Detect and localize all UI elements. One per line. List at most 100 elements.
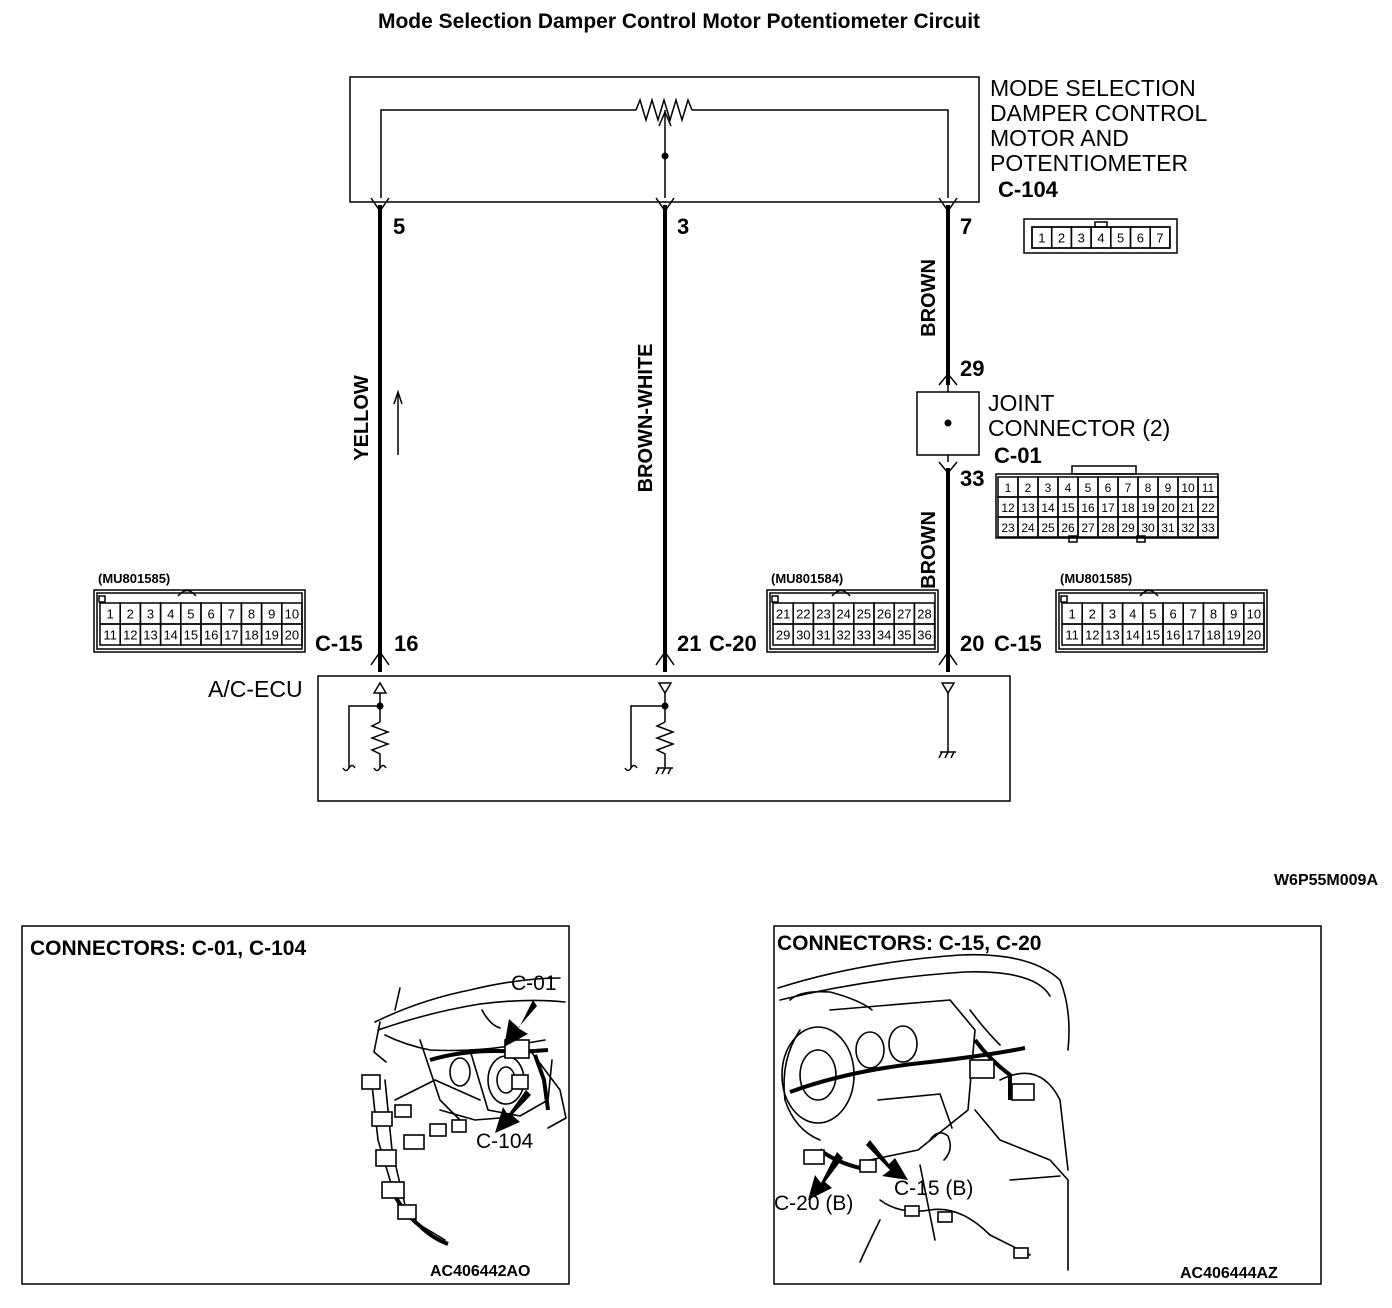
- pot-lead-right: [692, 109, 949, 198]
- pin-number: 34: [877, 628, 891, 643]
- svg-text:MODE SELECTION: MODE SELECTION: [990, 75, 1196, 101]
- panel-right-title: CONNECTORS: C-15, C-20: [777, 932, 1042, 955]
- pin-number: 14: [1041, 501, 1055, 515]
- pin-number: 19: [264, 628, 278, 643]
- pin-number: 25: [857, 607, 871, 622]
- motor-label: MODE SELECTION DAMPER CONTROL MOTOR AND …: [990, 75, 1207, 176]
- ecu-pin-labels: C-15 16 21 C-20 20 C-15: [315, 631, 1042, 656]
- ecu-left-connector: C-15: [315, 631, 363, 656]
- pin-number: 17: [1101, 501, 1115, 515]
- pin-number: 30: [1141, 521, 1155, 535]
- pin-number: 28: [1101, 521, 1115, 535]
- pin-cell: [1243, 623, 1265, 646]
- pin-number: 29: [1121, 521, 1135, 535]
- pin-number: 15: [1146, 628, 1160, 643]
- pin-number: 3: [147, 607, 154, 622]
- pin3-arrow: [655, 197, 675, 213]
- pin-number: 24: [836, 607, 850, 622]
- joint-connector: 29 33 JOINT CONNECTOR (2) C-01: [916, 356, 1170, 491]
- pot-lead-left: [380, 109, 636, 198]
- dashboard-illustration-right: [777, 953, 1070, 1271]
- panel-connectors-c15-c20: CONNECTORS: C-15, C-20: [773, 925, 1322, 1285]
- pin29-arrow: [938, 372, 958, 386]
- pin-number: 23: [816, 607, 830, 622]
- pin-number: 15: [184, 628, 198, 643]
- pin-number: 23: [1001, 521, 1015, 535]
- pin-number: 25: [1041, 521, 1055, 535]
- part-code-right: (MU801585): [1060, 571, 1132, 586]
- pin-number: 4: [1065, 481, 1072, 495]
- pin-number: 18: [1206, 628, 1220, 643]
- pin-number: 2: [1025, 481, 1032, 495]
- pin-number: 36: [917, 628, 931, 643]
- pin-3: 3: [677, 214, 689, 239]
- pin-number: 2: [127, 607, 134, 622]
- pin-number: 31: [1161, 521, 1175, 535]
- pin-number: 33: [857, 628, 871, 643]
- ecu-right-connector: C-15: [994, 631, 1042, 656]
- pin-number: 18: [1121, 501, 1135, 515]
- pin-number: 10: [1181, 481, 1195, 495]
- ac-ecu: A/C-ECU: [208, 675, 1011, 802]
- svg-text:POTENTIOMETER: POTENTIOMETER: [990, 150, 1188, 176]
- pin-number: 26: [877, 607, 891, 622]
- pin-number: 12: [123, 628, 137, 643]
- wire-label-brown-lower: BROWN: [918, 511, 940, 589]
- pin-number: 29: [776, 628, 790, 643]
- pin-number: 21: [1181, 501, 1195, 515]
- panel-left-title: CONNECTORS: C-01, C-104: [30, 937, 306, 960]
- pin-number: 7: [1125, 481, 1132, 495]
- pin-number: 1: [1038, 231, 1045, 246]
- wiring: YELLOW 5 BROWN-WHITE 3 BROWN 7 29 33 JOI…: [351, 197, 1219, 672]
- pin-number: 20: [1247, 628, 1261, 643]
- pin-number: 10: [1247, 607, 1261, 622]
- pin-number: 22: [796, 607, 810, 622]
- pin-number: 21: [776, 607, 790, 622]
- pin-number: 11: [1202, 481, 1215, 495]
- pin-number: 1: [1068, 607, 1075, 622]
- pin7-arrow: [938, 197, 958, 213]
- motor-connector-code: C-104: [998, 177, 1059, 202]
- pin-number: 35: [897, 628, 911, 643]
- pin-number: 14: [163, 628, 177, 643]
- pin-number: 4: [1097, 231, 1104, 246]
- pin-number: 27: [897, 607, 911, 622]
- pin-cell: [281, 623, 303, 646]
- wire-label-brown-upper: BROWN: [918, 259, 940, 337]
- pin-number: 3: [1109, 607, 1116, 622]
- part-code-left: (MU801585): [98, 571, 170, 586]
- panel-right-label-c15: C-15 (B): [894, 1177, 973, 1200]
- pin-number: 5: [1085, 481, 1092, 495]
- pin-number: 7: [228, 607, 235, 622]
- pin-number: 16: [204, 628, 218, 643]
- pin-number: 8: [1210, 607, 1217, 622]
- pin-number: 10: [285, 607, 299, 622]
- pin-number: 18: [244, 628, 258, 643]
- pin-number: 7: [1156, 231, 1163, 246]
- motor-box: [349, 76, 980, 203]
- ecu-box: [317, 675, 1011, 802]
- pin-16: 16: [394, 631, 418, 656]
- pin-number: 12: [1001, 501, 1015, 515]
- pin-number: 12: [1085, 628, 1099, 643]
- pin-21: 21: [677, 631, 701, 656]
- pin-number: 3: [1045, 481, 1052, 495]
- pin-cell: [1149, 226, 1171, 249]
- pin-29: 29: [960, 356, 984, 381]
- pin-number: 22: [1201, 501, 1215, 515]
- pin-number: 2: [1058, 231, 1065, 246]
- pin20-arrow: [938, 650, 958, 666]
- pin-number: 5: [1117, 231, 1124, 246]
- pin-number: 13: [143, 628, 157, 643]
- pin-number: 19: [1226, 628, 1240, 643]
- svg-text:DAMPER CONTROL: DAMPER CONTROL: [990, 100, 1207, 126]
- wiper-arrow: [658, 110, 672, 127]
- motor-potentiometer: MODE SELECTION DAMPER CONTROL MOTOR AND …: [349, 75, 1207, 254]
- pin-number: 32: [1181, 521, 1195, 535]
